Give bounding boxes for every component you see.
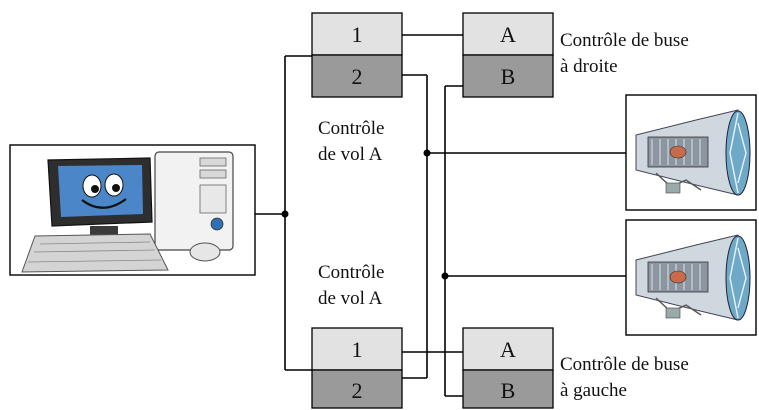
left-nozzle-channel-a <box>462 327 554 371</box>
lower-flight-control-channel-1 <box>311 327 403 371</box>
upper-engine <box>625 94 757 211</box>
lower-flight-control-channel-2 <box>311 369 403 409</box>
junction-dot <box>441 272 449 280</box>
channel-2-label: 2 <box>352 64 363 89</box>
channel-a-label: A <box>500 337 516 362</box>
computer-panel <box>9 144 256 276</box>
channel-b-label: B <box>501 64 516 89</box>
right-nozzle-label-line1: Contrôle de buse <box>560 30 689 51</box>
upper-flight-control-channel-2 <box>311 54 403 98</box>
lower-engine <box>625 219 757 336</box>
left-nozzle-channel-b <box>462 369 554 409</box>
left-nozzle-label-line1: Contrôle de buse <box>560 354 689 375</box>
junction-dot <box>423 149 431 157</box>
upper-flight-control-label-line2: de vol A <box>318 144 383 165</box>
turbofan-engine-icon <box>625 219 757 336</box>
turbofan-engine-icon <box>625 94 757 211</box>
computer-icon <box>21 151 234 273</box>
right-nozzle-control: A B Contrôle de buse à droite <box>462 12 689 98</box>
upper-flight-control: 1 2 Contrôle de vol A <box>311 12 403 165</box>
left-nozzle-control: A B Contrôle de buse à gauche <box>462 327 689 409</box>
right-nozzle-channel-a <box>462 12 554 56</box>
channel-2-label: 2 <box>352 378 363 403</box>
wiring <box>255 34 626 397</box>
channel-a-label: A <box>500 22 516 47</box>
channel-1-label: 1 <box>352 337 363 362</box>
lower-flight-control-label-line2: de vol A <box>318 288 383 309</box>
channel-b-label: B <box>501 378 516 403</box>
right-nozzle-channel-b <box>462 54 554 98</box>
right-nozzle-label-line2: à droite <box>560 56 618 77</box>
junction-dot <box>281 210 289 218</box>
channel-1-label: 1 <box>352 22 363 47</box>
lower-flight-control-label-line1: Contrôle <box>318 262 385 283</box>
left-nozzle-label-line2: à gauche <box>560 380 627 401</box>
upper-flight-control-label-line1: Contrôle <box>318 118 385 139</box>
lower-flight-control: Contrôle de vol A 1 2 <box>311 262 403 409</box>
